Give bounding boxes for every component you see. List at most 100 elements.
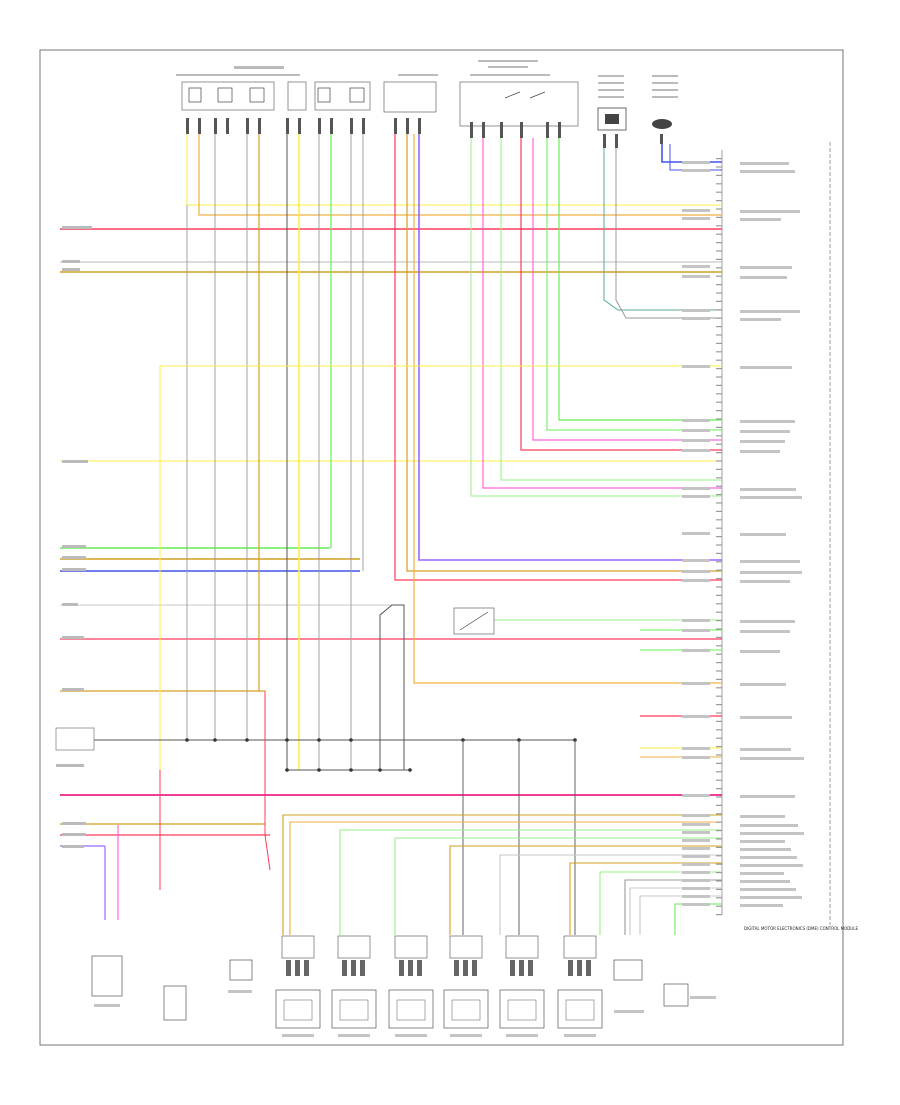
- dme-pin-tick: [716, 905, 722, 907]
- injector-pin: [408, 960, 413, 976]
- dme-pin-tick: [716, 662, 722, 664]
- wire-code-label: [682, 794, 710, 797]
- splice-dot: [285, 738, 289, 742]
- wire-code-label: [682, 747, 710, 750]
- wire-code-label: [682, 570, 710, 573]
- dme-pin-tick: [716, 317, 722, 319]
- dme-pin-tick: [716, 561, 722, 563]
- valve-label: [94, 1004, 120, 1007]
- dme-pin-tick: [716, 468, 722, 470]
- dme-pin-tick: [716, 838, 722, 840]
- injector-pin: [510, 960, 515, 976]
- dme-pin-tick: [716, 393, 722, 395]
- dme-pin-tick: [716, 695, 722, 697]
- dme-pin-tick: [716, 452, 722, 454]
- wire-code-label: [682, 439, 710, 442]
- dme-pin-label: [740, 420, 795, 423]
- wire-run-29: [413, 134, 722, 684]
- injector-inner-1: [283, 999, 313, 1021]
- injector-pin: [360, 960, 365, 976]
- diagram-frame: [39, 49, 844, 1046]
- dme-pin-tick: [716, 720, 722, 722]
- dme-pin-tick: [716, 502, 722, 504]
- wire-code-label: [682, 275, 710, 278]
- injector-connector-4: [449, 935, 483, 959]
- dme-pin-label: [740, 450, 780, 453]
- wire-code-label: [682, 495, 710, 498]
- dme-pin-tick: [716, 737, 722, 739]
- wire-code-label: [682, 579, 710, 582]
- dme-pin-tick: [716, 779, 722, 781]
- dme-pin-label: [740, 864, 803, 867]
- dme-pin-tick: [716, 552, 722, 554]
- dme-pin-tick: [716, 888, 722, 890]
- dme-pin-tick: [716, 410, 722, 412]
- sensor-component: [229, 959, 253, 981]
- dme-pin-tick: [716, 821, 722, 823]
- position-sensor-component: [597, 107, 672, 131]
- dme-pin-tick: [716, 544, 722, 546]
- dme-pin-tick: [716, 510, 722, 512]
- injector-inner-5: [507, 999, 537, 1021]
- dme-pin-tick: [716, 275, 722, 277]
- injector-pin: [519, 960, 524, 976]
- wire-run-70: [264, 691, 271, 871]
- wire-code-label: [682, 903, 710, 906]
- injector-inner-2: [339, 999, 369, 1021]
- wire-run-60: [499, 854, 722, 935]
- splice-dot: [317, 768, 321, 772]
- dme-pin-tick: [716, 216, 722, 218]
- wire-run-15: [198, 134, 722, 216]
- injector-pin: [577, 960, 582, 976]
- dme-pin-tick: [716, 670, 722, 672]
- dme-pin-tick: [716, 460, 722, 462]
- injector-connector-5: [505, 935, 539, 959]
- knock-sensor-label: [690, 996, 716, 999]
- dme-connector: DIGITAL MOTOR ELECTRONICS (DME) CONTROL …: [721, 142, 858, 931]
- dme-pin-tick: [716, 855, 722, 857]
- wire-run-35: [546, 138, 722, 431]
- splice-dot: [317, 738, 321, 742]
- dme-pin-tick: [716, 762, 722, 764]
- dme-pin-label: [740, 218, 781, 221]
- injector-pin: [351, 960, 356, 976]
- dme-pin-label: [740, 430, 790, 433]
- injector-5: [499, 989, 545, 1029]
- wire-code-label: [682, 419, 710, 422]
- wire-run-66: [674, 903, 722, 935]
- dme-pin-label: [740, 815, 785, 818]
- dme-pin-tick: [716, 384, 722, 386]
- wire-run-33: [520, 138, 722, 451]
- wire-code-label: [682, 756, 710, 759]
- dme-pin-tick: [716, 309, 722, 311]
- splice-dot: [245, 738, 249, 742]
- dme-pin-label: [740, 757, 804, 760]
- dme-pin-label: [740, 440, 785, 443]
- injector-pin: [568, 960, 573, 976]
- dme-pin-tick: [716, 687, 722, 689]
- dme-pin-tick: [716, 846, 722, 848]
- wire-run-57: [339, 829, 722, 935]
- fuse-box-component: [181, 81, 371, 111]
- dme-pin-tick: [716, 628, 722, 630]
- injector-connector-6: [563, 935, 597, 959]
- injector-inner-6: [565, 999, 595, 1021]
- injector-4: [443, 989, 489, 1029]
- injector-6: [557, 989, 603, 1029]
- injector-pin: [417, 960, 422, 976]
- wire-run-26: [394, 134, 722, 581]
- dme-pin-tick: [716, 376, 722, 378]
- wire-run-14: [186, 134, 722, 206]
- top-pins: [186, 118, 663, 148]
- dme-pin-tick: [716, 426, 722, 428]
- dme-pin-tick: [716, 796, 722, 798]
- bottom-components: [91, 935, 716, 1037]
- wire-run-62: [599, 871, 722, 935]
- dme-pin-label: [740, 560, 800, 563]
- splice-dot: [213, 738, 217, 742]
- injector-inner-3: [396, 999, 426, 1021]
- wire-run-32: [500, 138, 722, 481]
- clutch-sensor-switch: [453, 607, 495, 635]
- injector-pin: [454, 960, 459, 976]
